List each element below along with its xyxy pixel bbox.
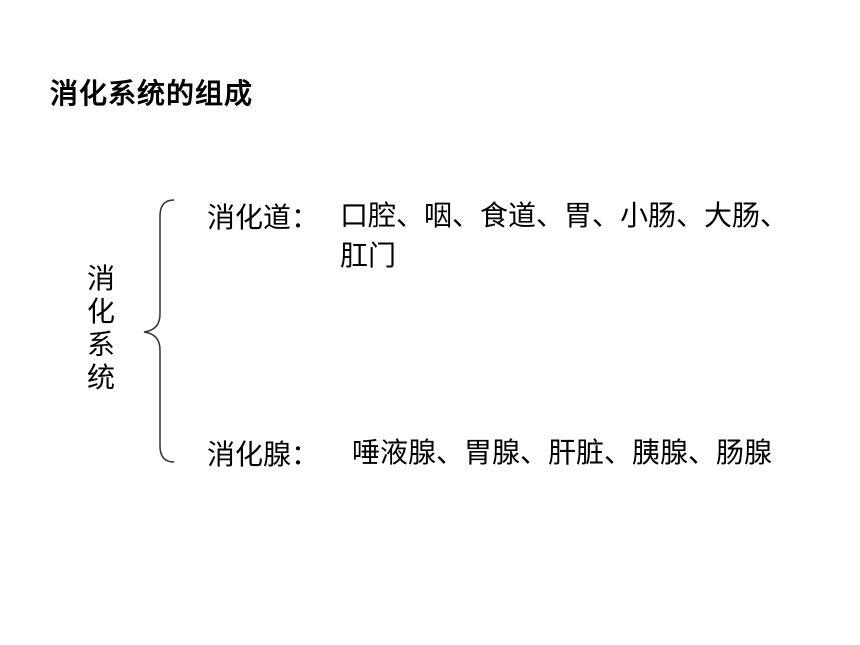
curly-brace — [143, 199, 175, 463]
digestive-tract-items: 口腔、咽、食道、胃、小肠、大肠、肛门 — [340, 199, 789, 272]
digestive-gland-items: 唾液腺、胃腺、肝脏、胰腺、肠腺 — [352, 436, 773, 469]
digestive-gland-label: 消化腺： — [207, 438, 320, 471]
slide-title: 消化系统的组成 — [50, 77, 254, 110]
digestive-tract-label: 消化道： — [207, 201, 320, 234]
digestive-system-label: 消化系统 — [86, 262, 115, 394]
